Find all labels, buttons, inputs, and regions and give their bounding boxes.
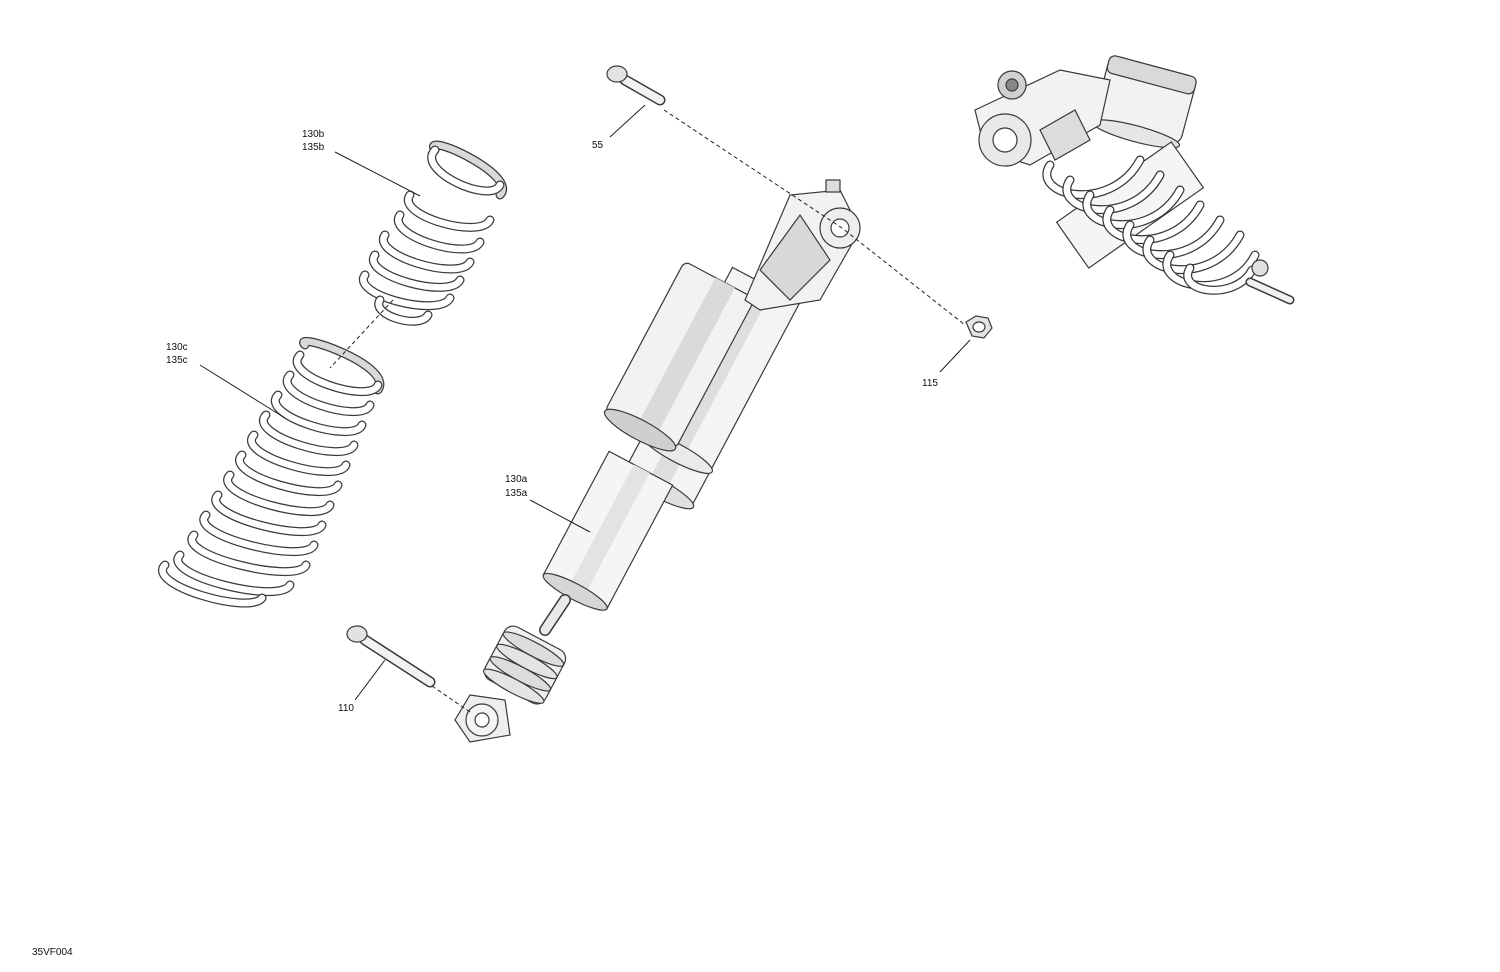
- main-shock-bellows: [482, 625, 567, 705]
- callout-135b: 135b: [302, 142, 325, 153]
- callout-115: 115: [922, 378, 938, 389]
- nut-115: [965, 315, 993, 339]
- assembled-top-mount: [974, 69, 1111, 167]
- upper-spring: [358, 140, 508, 326]
- callout-labels: 55 130b 135b 130c 135c 130a 135a 110 115…: [32, 129, 938, 958]
- leader-lines: [199, 104, 971, 701]
- callout-55: 55: [592, 140, 604, 151]
- main-shock: [454, 179, 861, 743]
- callout-130b: 130b: [302, 129, 325, 140]
- callout-135a: 135a: [505, 488, 528, 499]
- assembly-lines: [329, 109, 966, 713]
- callout-130c: 130c: [166, 342, 188, 353]
- callout-110: 110: [338, 703, 354, 714]
- main-shock-shaft: [539, 594, 571, 636]
- lower-spring: [158, 336, 385, 608]
- main-shock-bottom-eye: [454, 694, 511, 743]
- assembled-shock-view: [974, 55, 1295, 305]
- callout-130a: 130a: [505, 474, 528, 485]
- assembled-shaft-end: [1245, 259, 1295, 305]
- figure-id: 35VF004: [32, 947, 73, 958]
- callout-135c: 135c: [166, 355, 188, 366]
- main-shock-top-mount: [744, 179, 861, 311]
- bolt-110: [346, 625, 436, 688]
- bolt-55: [606, 65, 666, 106]
- assembled-coil: [1042, 155, 1260, 295]
